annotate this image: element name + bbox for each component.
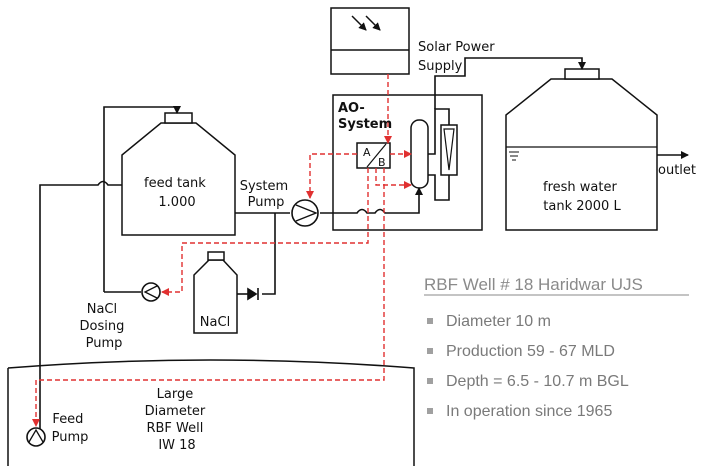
- converter-b-label: B: [378, 156, 386, 169]
- feed-pump-label: Feed Pump: [52, 412, 89, 445]
- flowmeter: [440, 124, 458, 176]
- rbf-well-label: Large Diameter RBF Well IW 18: [145, 387, 210, 453]
- info-panel: RBF Well # 18 Haridwar UJS Diameter 10 m…: [424, 275, 689, 420]
- bullet-icon: [427, 348, 433, 354]
- ao-converter: [356, 142, 391, 169]
- solar-power-label: Solar Power Supply: [418, 40, 499, 74]
- info-title: RBF Well # 18 Haridwar UJS: [424, 275, 643, 294]
- bullet-icon: [427, 378, 433, 384]
- nacl-tank: [193, 251, 238, 334]
- nacl-dosing-pump: [141, 282, 161, 302]
- system-pump-label: System Pump: [240, 179, 293, 210]
- outlet-label: outlet: [658, 163, 696, 178]
- solar-panel: [330, 7, 410, 75]
- membrane-vessel: [410, 119, 429, 189]
- info-item: In operation since 1965: [446, 403, 612, 420]
- pipes: [39, 57, 689, 445]
- control-lines: [32, 74, 412, 427]
- feed-tank: [121, 112, 236, 236]
- converter-a-label: A: [363, 146, 371, 159]
- ao-system-label: AO- System: [338, 101, 392, 132]
- rbf-well: [7, 359, 415, 466]
- feed-tank-label: feed tank 1.000: [144, 176, 210, 210]
- info-item: Depth = 6.5 - 10.7 m BGL: [446, 373, 629, 390]
- info-item: Production 59 - 67 MLD: [446, 343, 615, 360]
- bullet-icon: [427, 318, 433, 324]
- info-item: Diameter 10 m: [446, 313, 551, 330]
- nacl-tank-label: NaCl: [200, 315, 230, 330]
- feed-pump: [26, 427, 46, 447]
- bullet-icon: [427, 408, 433, 414]
- system-pump: [291, 199, 319, 227]
- ao-system-box: [332, 94, 483, 231]
- fresh-water-tank: [505, 68, 658, 231]
- nacl-dosing-pump-label: NaCl Dosing Pump: [80, 302, 129, 351]
- fresh-water-tank-label: fresh water tank 2000 L: [543, 180, 621, 214]
